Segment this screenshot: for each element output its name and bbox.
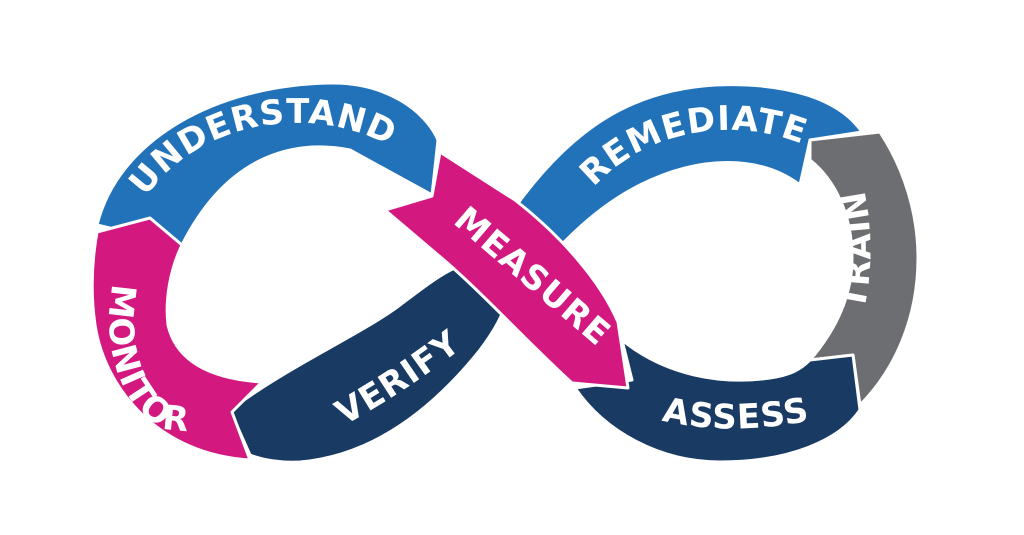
segment-understand [95, 81, 440, 247]
segment-measure [383, 150, 630, 390]
segment-verify [228, 261, 509, 464]
label-train: TRAIN [834, 188, 880, 312]
segment-remediate [511, 83, 864, 264]
segment-monitor [90, 216, 264, 462]
segment-assess [573, 338, 862, 464]
label-assess: ASSESS [660, 390, 813, 438]
